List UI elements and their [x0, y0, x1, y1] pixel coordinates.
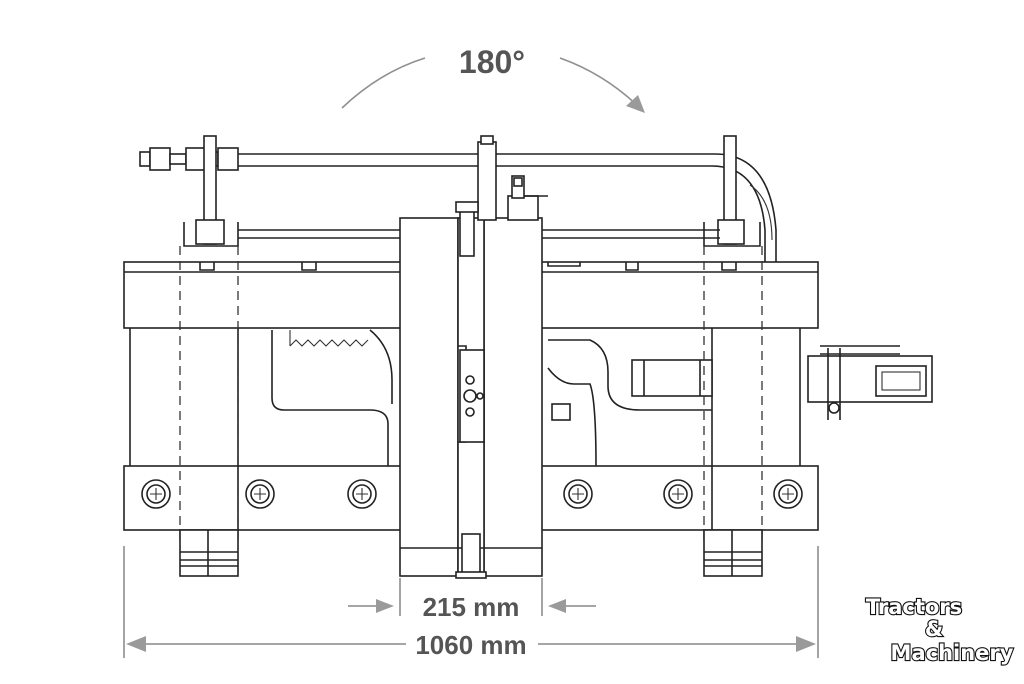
bolt-row [141, 479, 803, 509]
hitch-coupling [807, 345, 933, 420]
dimension-label-215: 215 mm [423, 592, 520, 622]
rotation-label: 180° [459, 44, 525, 80]
right-foot [703, 529, 763, 577]
watermark-logo: Tractors & Machinery [865, 594, 1015, 666]
watermark-line3: Machinery [891, 641, 1014, 665]
bolt [347, 479, 377, 509]
bolt [245, 479, 275, 509]
watermark-line2: & [925, 617, 943, 641]
gear-rack [271, 329, 393, 466]
dimension-label-1060: 1060 mm [415, 630, 526, 660]
dimension-215: 215 mm [348, 578, 596, 622]
bolt [663, 479, 693, 509]
actuator-housing [547, 339, 713, 467]
center-rotator [399, 217, 543, 579]
bolt [563, 479, 593, 509]
left-foot [179, 529, 239, 577]
valve-block [455, 135, 548, 257]
hidden-lines [179, 246, 763, 546]
dimension-1060: 1060 mm [123, 546, 819, 660]
rotation-indicator: 180° [341, 44, 645, 113]
left-top-clamp [183, 135, 239, 247]
right-top-clamp [703, 135, 761, 247]
watermark-line1: Tractors [866, 595, 962, 619]
bolt [773, 479, 803, 509]
bolt [141, 479, 171, 509]
